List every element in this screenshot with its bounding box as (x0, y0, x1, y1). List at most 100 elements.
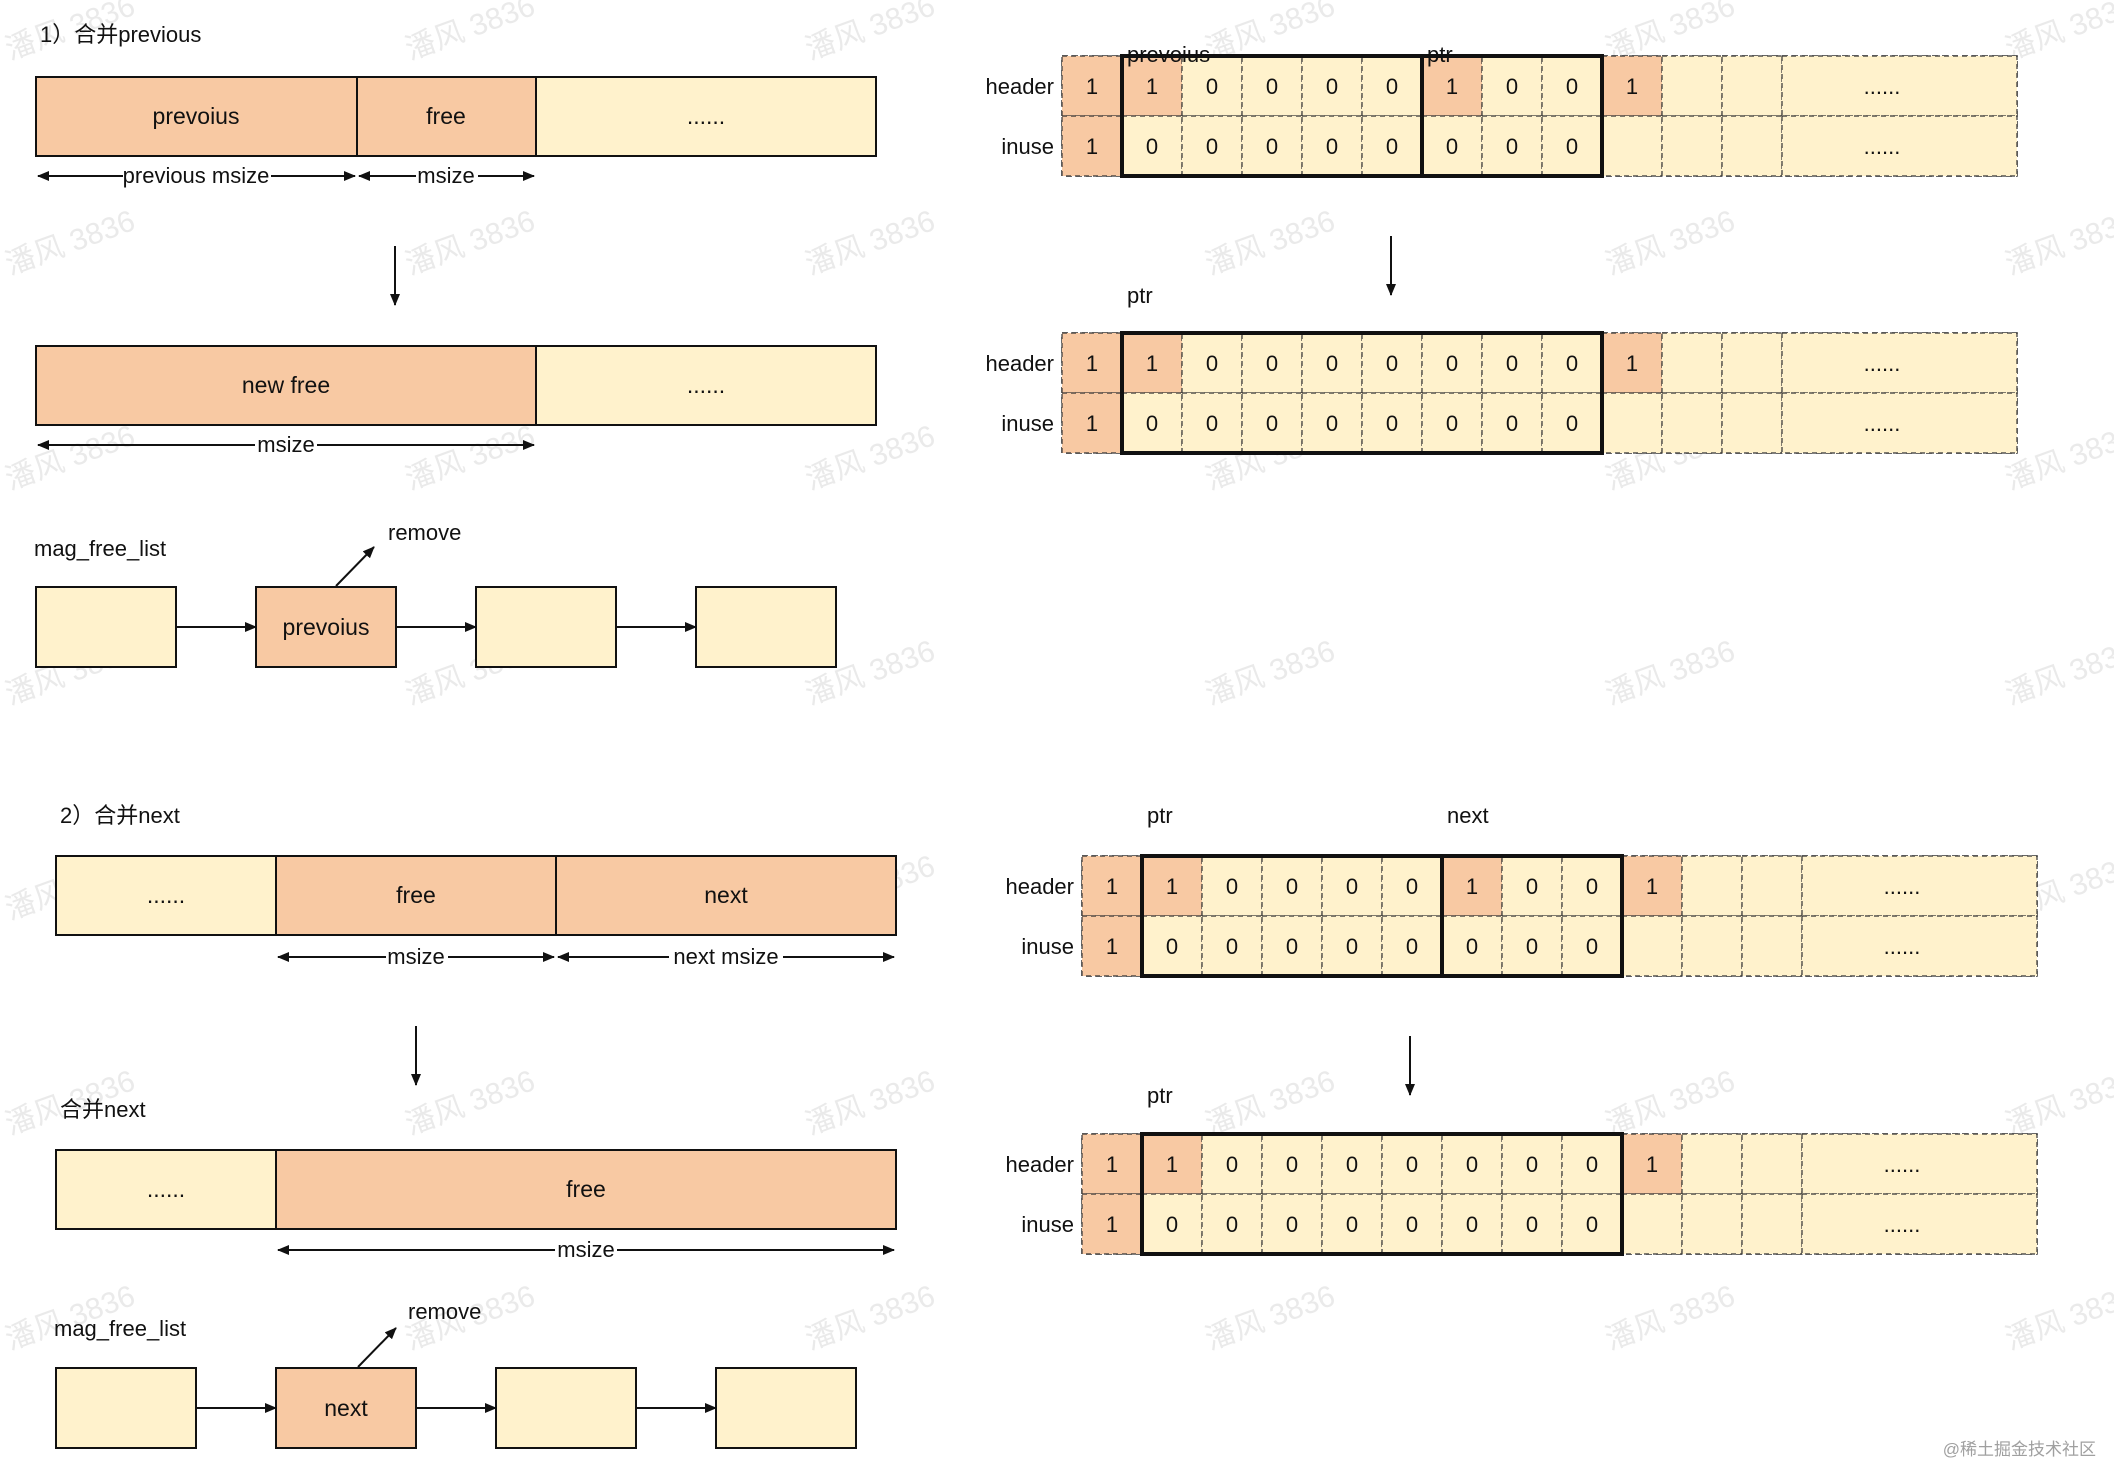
watermark-text: 潘风 3836 (2001, 1279, 2114, 1356)
bit-cell-ellipsis (1781, 392, 2018, 454)
bit-cell (1681, 915, 1743, 977)
ellipsis-label: ...... (1864, 134, 1901, 159)
dim-label-bg (669, 946, 783, 968)
bit-cell (1721, 332, 1783, 394)
bit-cell (1081, 1133, 1143, 1195)
bit-cell (1121, 392, 1183, 454)
row-label-inuse: inuse (1021, 1212, 1074, 1237)
bit-value: 0 (1566, 74, 1578, 99)
watermark-text: 潘风 3836 (1, 419, 139, 496)
watermark-text: 潘风 3836 (1201, 204, 1339, 281)
ellipsis-label: ...... (1884, 1212, 1921, 1237)
bit-cell (1661, 115, 1723, 177)
bit-value: 0 (1406, 874, 1418, 899)
bit-value: 0 (1386, 411, 1398, 436)
bit-cell (1081, 1193, 1143, 1255)
free-block-label: free (426, 103, 466, 129)
block-outline (1420, 54, 1604, 178)
section-1-title: 1）合并previous (40, 22, 201, 47)
bit-cell (1201, 1193, 1263, 1255)
bit-cell (1241, 115, 1303, 177)
bit-cell (1421, 332, 1483, 394)
watermark-text: 潘风 3836 (1601, 634, 1739, 711)
bit-cell (1561, 1193, 1623, 1255)
ellipsis-block (535, 76, 877, 157)
bit-cell (1061, 55, 1123, 117)
remove-label: remove (408, 1299, 481, 1324)
merge-next-subtitle: 合并next (60, 1097, 146, 1122)
row-label-header: header (1005, 1152, 1074, 1177)
msize-label: msize (417, 163, 474, 188)
bit-value: 0 (1346, 934, 1358, 959)
bit-cell (1181, 55, 1243, 117)
watermark-text: 潘风 3836 (2001, 204, 2114, 281)
ellipsis-label: ...... (1864, 74, 1901, 99)
bit-value: 0 (1386, 351, 1398, 376)
bit-value: 0 (1466, 934, 1478, 959)
bit-value: 0 (1506, 411, 1518, 436)
merged-free-label: free (566, 1176, 606, 1202)
pointer-tag: ptr (1127, 283, 1153, 308)
pointer-tag: ptr (1427, 42, 1453, 67)
pointer-tag: ptr (1147, 803, 1173, 828)
bit-cell (1661, 55, 1723, 117)
bit-cell (1501, 1193, 1563, 1255)
watermark-text: 潘风 3836 (1, 204, 139, 281)
bit-cell (1301, 332, 1363, 394)
bit-value: 1 (1086, 411, 1098, 436)
row-label-header: header (985, 74, 1054, 99)
ellipsis-block-label: ...... (687, 103, 725, 129)
bit-cell (1361, 332, 1423, 394)
bit-value: 1 (1106, 1152, 1118, 1177)
block-outline (1140, 1132, 1624, 1256)
bit-cell (1261, 915, 1323, 977)
list-node-removed (255, 586, 397, 668)
watermark-text: 潘风 3836 (801, 1279, 939, 1356)
bit-cell (1261, 855, 1323, 917)
bit-cell (1201, 855, 1263, 917)
bit-cell (1121, 115, 1183, 177)
ellipsis-label: ...... (687, 372, 725, 398)
watermark-text: 潘风 3836 (2001, 634, 2114, 711)
bit-cell (1421, 55, 1483, 117)
mag-free-list-label: mag_free_list (54, 1316, 186, 1341)
bit-cell (1601, 392, 1663, 454)
bit-value: 1 (1626, 74, 1638, 99)
watermark-text: 潘风 3836 (1601, 1064, 1739, 1141)
bit-value: 0 (1226, 874, 1238, 899)
free-block-label: free (396, 882, 436, 908)
dim-label-bg (255, 434, 317, 456)
bit-cell (1441, 1133, 1503, 1195)
ellipsis-label: ...... (1864, 411, 1901, 436)
bit-cell (1721, 55, 1783, 117)
bit-cell (1681, 855, 1743, 917)
bit-value: 0 (1166, 1212, 1178, 1237)
bit-value: 0 (1446, 134, 1458, 159)
bit-value: 0 (1466, 1152, 1478, 1177)
next-block-label: next (704, 882, 748, 908)
row-label-inuse: inuse (1021, 934, 1074, 959)
list-node-removed (275, 1367, 417, 1449)
pointer-tag: ptr (1147, 1083, 1173, 1108)
bit-value: 0 (1346, 1212, 1358, 1237)
bit-value: 0 (1406, 1152, 1418, 1177)
bit-cell (1181, 392, 1243, 454)
list-node (55, 1367, 197, 1449)
bit-value: 0 (1326, 134, 1338, 159)
bit-value: 0 (1586, 934, 1598, 959)
bit-cell-ellipsis (1781, 332, 2018, 394)
bit-value: 0 (1166, 934, 1178, 959)
bit-cell (1241, 55, 1303, 117)
bit-value: 0 (1266, 134, 1278, 159)
merged-msize-label: msize (557, 1237, 614, 1262)
ellipsis-label: ...... (1884, 1152, 1921, 1177)
bit-cell (1261, 1133, 1323, 1195)
bit-value: 1 (1086, 134, 1098, 159)
previous-msize-label: previous msize (123, 163, 270, 188)
bit-cell (1621, 1193, 1683, 1255)
bit-cell (1321, 1193, 1383, 1255)
bit-cell (1321, 915, 1383, 977)
bit-cell (1201, 915, 1263, 977)
watermark-text: 潘风 3836 (401, 0, 539, 67)
